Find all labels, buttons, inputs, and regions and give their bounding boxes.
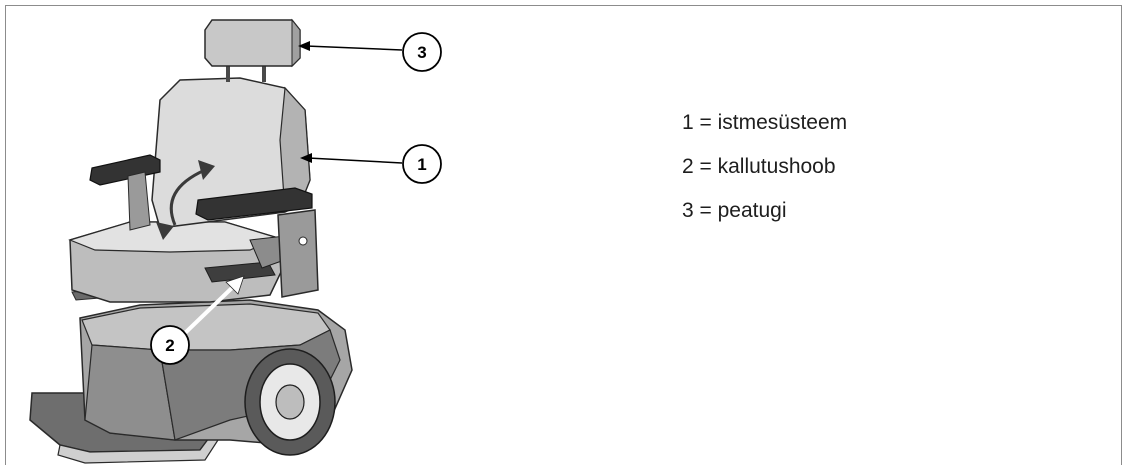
callout-1-label: 1 [417, 155, 426, 174]
seat-cushion [68, 221, 283, 303]
legend-item-3: 3 = peatugi [682, 199, 787, 222]
headrest [204, 18, 301, 82]
callout-3-label: 3 [417, 43, 426, 62]
callout-2: 2 [150, 325, 190, 365]
callout-2-label: 2 [165, 336, 174, 355]
rear-wheel [244, 348, 336, 456]
legend-list: 1 = istmesüsteem 2 = kallutushoob 3 = pe… [682, 112, 847, 244]
tilt-arrow-icon [156, 160, 215, 240]
left-armrest [89, 154, 161, 231]
callout-1: 1 [402, 144, 442, 184]
side-panel [277, 209, 319, 298]
legend-item-1: 1 = istmesüsteem [682, 111, 848, 134]
callout-3: 3 [402, 32, 442, 72]
legend-item-2: 2 = kallutushoob [682, 155, 836, 178]
callout-leaders [182, 41, 403, 336]
right-armrest [195, 187, 313, 221]
